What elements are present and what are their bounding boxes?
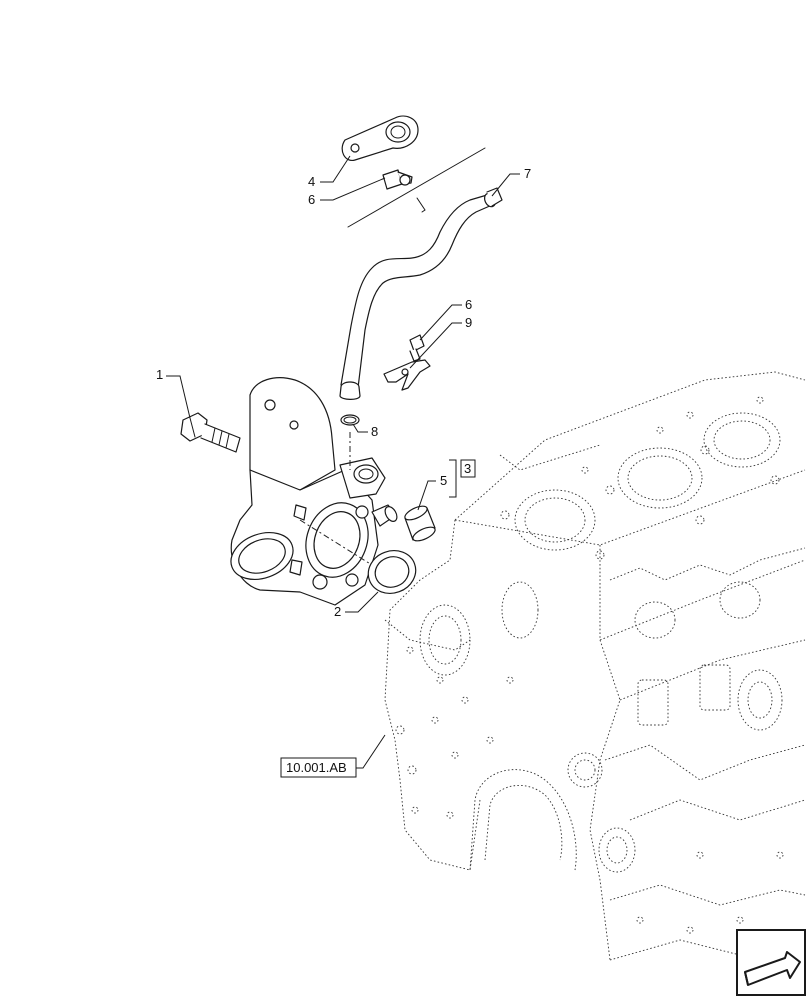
clamp-part (341, 115, 419, 162)
arrow-nav-icon[interactable] (736, 929, 806, 996)
reference-box-label[interactable]: 10.001.AB (286, 760, 347, 775)
engine-block-outline (384, 371, 806, 961)
callout-7: 7 (524, 166, 531, 181)
callout-labels: 1 2 3 4 5 6 6 7 8 9 (156, 166, 531, 619)
callout-2: 2 (334, 604, 341, 619)
callout-4: 4 (308, 174, 315, 189)
bolt-upper-part (382, 169, 413, 190)
sleeve-part (404, 505, 436, 542)
bracket-part (383, 359, 431, 391)
o-ring-part (340, 414, 360, 426)
reference-box[interactable]: 10.001.AB (280, 757, 357, 778)
callout-8: 8 (371, 424, 378, 439)
callout-6-upper: 6 (308, 192, 315, 207)
long-bolt-part (180, 412, 241, 453)
axis-lines (347, 147, 486, 228)
bolt-lower-part (409, 334, 425, 362)
callout-3: 3 (464, 461, 471, 476)
callout-6-lower: 6 (465, 297, 472, 312)
gasket-ring-part (367, 550, 417, 594)
thermostat-housing-part (230, 377, 398, 606)
callout-3-box (460, 459, 476, 478)
callout-1: 1 (156, 367, 163, 382)
callout-5: 5 (440, 473, 447, 488)
callout-9: 9 (465, 315, 472, 330)
leader-lines (166, 155, 520, 769)
hose-part (339, 187, 503, 400)
